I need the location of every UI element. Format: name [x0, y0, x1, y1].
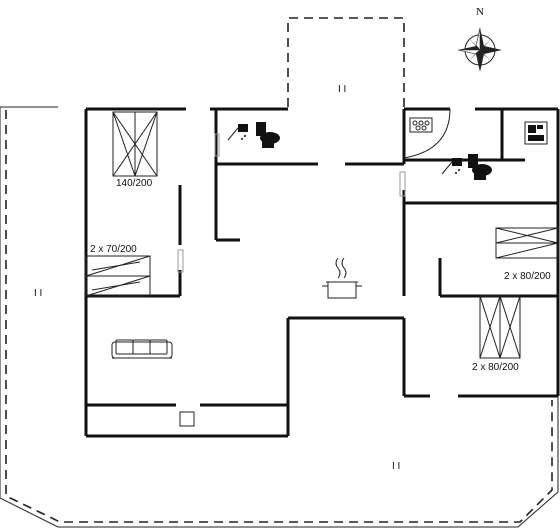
toilet-icon: [256, 122, 280, 148]
bed-label-master: 140/200: [116, 178, 153, 189]
washing-machine-icon: [524, 121, 548, 145]
toilet-icon-right: [468, 154, 492, 180]
twin-beds-left: 2 x 70/200: [85, 244, 151, 297]
compass-rose: N: [457, 6, 502, 72]
terrace-perimeter-dashed: [5, 110, 553, 523]
twin-beds-right-lower: 2 x 80/200: [472, 295, 521, 373]
terrace-west-south: I I I I: [0, 106, 559, 528]
shower-icon: [227, 124, 248, 141]
bed-label-twin-right-lower: 2 x 80/200: [472, 362, 519, 373]
terrace-west-label: I I: [34, 288, 42, 299]
double-bed: 140/200: [112, 111, 158, 189]
terrace-north: I I: [287, 17, 405, 107]
cooking-pot-icon: [322, 257, 362, 299]
bed-label-twin-right-upper: 2 x 80/200: [504, 271, 551, 282]
openings: [177, 133, 406, 427]
sauna-icon: [409, 117, 433, 133]
shower-icon-right: [441, 158, 462, 175]
north-label: N: [476, 6, 484, 18]
sofa-icon: [111, 339, 173, 359]
terrace-north-label: I I: [338, 84, 346, 95]
twin-beds-right-upper: 2 x 80/200: [495, 227, 559, 282]
bed-label-twin-left: 2 x 70/200: [90, 244, 137, 255]
door-swing: [403, 108, 451, 159]
terrace-south-label: I I: [392, 461, 400, 472]
